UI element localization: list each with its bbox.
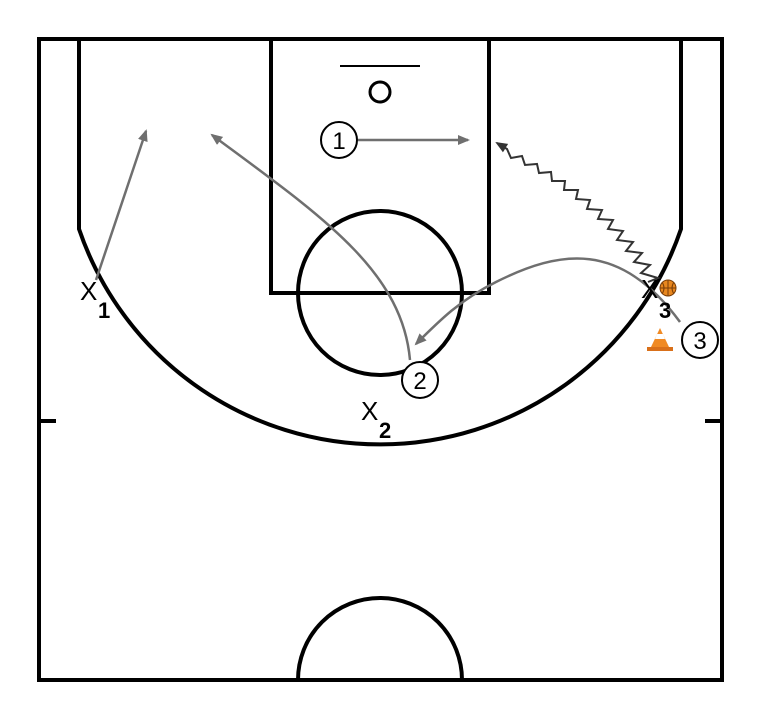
defense-player-x1-letter: X bbox=[80, 276, 97, 306]
defense-player-x3: X 3 bbox=[641, 274, 671, 323]
three-point-line bbox=[77, 39, 683, 447]
cut-arrow-x1 bbox=[94, 129, 148, 281]
defense-player-x2-sub: 2 bbox=[379, 418, 391, 443]
movements bbox=[94, 129, 682, 361]
free-throw-circle bbox=[296, 209, 464, 377]
offense-player-2-label: 2 bbox=[413, 368, 426, 395]
paint-lane bbox=[269, 37, 491, 295]
court-lines bbox=[37, 37, 724, 682]
rim bbox=[368, 80, 392, 104]
court-boundary bbox=[37, 37, 724, 680]
offense-player-1: 1 bbox=[320, 121, 358, 159]
defense-player-x2: X 2 bbox=[361, 396, 391, 443]
defense-player-x2-letter: X bbox=[361, 396, 378, 426]
offense-player-3-label: 3 bbox=[693, 328, 706, 355]
center-circle bbox=[296, 596, 464, 681]
defense-player-x1-sub: 1 bbox=[98, 298, 110, 323]
defense-player-x3-letter: X bbox=[641, 274, 658, 304]
basketball-icon bbox=[659, 279, 677, 297]
offense-player-2: 2 bbox=[401, 361, 439, 399]
cut-arrow-player-3 bbox=[414, 257, 682, 346]
defense-player-x1: X 1 bbox=[80, 276, 110, 323]
offense-player-3: 3 bbox=[681, 321, 719, 359]
cut-arrow-player-2 bbox=[210, 133, 412, 361]
defense-player-x3-sub: 3 bbox=[659, 298, 671, 323]
offense-player-1-label: 1 bbox=[332, 128, 345, 155]
cone-icon bbox=[647, 328, 673, 351]
dribble-path-player-3 bbox=[495, 141, 662, 283]
